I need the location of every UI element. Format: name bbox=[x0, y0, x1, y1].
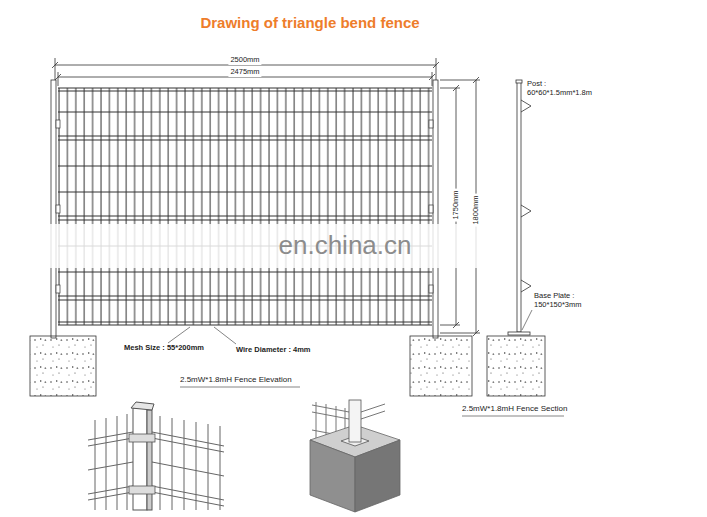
clamp bbox=[429, 285, 433, 293]
horizontal-wires bbox=[58, 88, 432, 325]
post-cap bbox=[131, 402, 154, 410]
vertical-wires bbox=[95, 414, 127, 510]
view-title: 2.5mW*1.8mH Fence Elevation bbox=[180, 375, 292, 384]
dimension-label: 2475mm bbox=[228, 68, 261, 77]
fence-post bbox=[433, 80, 438, 338]
horizontal-wires bbox=[361, 404, 385, 419]
extension-line bbox=[440, 88, 460, 89]
watermark: en.china.cn bbox=[279, 231, 412, 261]
concrete-footing bbox=[30, 336, 96, 396]
clamp bbox=[429, 120, 433, 128]
extension-line bbox=[432, 72, 433, 86]
post-side bbox=[147, 410, 152, 510]
horizontal-wires bbox=[152, 432, 224, 506]
footing-face bbox=[310, 440, 355, 512]
post-detail bbox=[349, 400, 361, 442]
watermark-band bbox=[0, 224, 707, 268]
spec-note: Base Plate : 150*150*3mm bbox=[534, 292, 598, 309]
extension-line bbox=[55, 58, 56, 82]
extension-line bbox=[58, 72, 59, 86]
leader-line bbox=[522, 310, 532, 330]
spec-note: Post : 60*60*1.5mm*1.8m bbox=[527, 80, 607, 97]
vertical-wires bbox=[160, 416, 220, 510]
dimension-lines bbox=[52, 58, 480, 336]
extension-line bbox=[436, 58, 437, 82]
sheet-title: Drawing of triangle bend fence bbox=[200, 14, 419, 31]
clamp bbox=[129, 434, 155, 442]
footing-face bbox=[355, 440, 400, 512]
view-title: 2.5mW*1.8mH Fence Section bbox=[462, 404, 567, 413]
post-detail bbox=[133, 408, 147, 510]
clamp bbox=[56, 285, 60, 293]
extension-line bbox=[440, 325, 460, 326]
dimension-label: 1800mm bbox=[472, 193, 481, 226]
title-underline bbox=[462, 416, 564, 417]
spec-note: Wire Diameter : 4mm bbox=[236, 346, 311, 355]
concrete-footing bbox=[487, 336, 545, 396]
panel-bend-section bbox=[521, 100, 531, 292]
clamp bbox=[429, 205, 433, 213]
dimension-line bbox=[55, 65, 436, 66]
post-cap bbox=[516, 80, 522, 83]
dimension-label: 2500mm bbox=[228, 56, 261, 65]
mesh-panel bbox=[58, 88, 432, 325]
extension-line bbox=[440, 80, 480, 81]
extension-line bbox=[440, 333, 480, 334]
mesh-detail bbox=[88, 414, 224, 510]
title-underline bbox=[180, 387, 300, 388]
base-plate bbox=[508, 332, 530, 335]
spec-note: Mesh Size : 55*200mm bbox=[124, 344, 204, 353]
fence-post bbox=[51, 80, 56, 338]
dimension-label: 1750mm bbox=[452, 188, 461, 221]
clamp bbox=[56, 205, 60, 213]
section-post bbox=[517, 82, 521, 332]
dimension-tick bbox=[52, 62, 439, 80]
concrete-footing bbox=[410, 336, 472, 396]
leader-line bbox=[214, 327, 236, 344]
dimension-line bbox=[58, 77, 432, 78]
leader-line bbox=[168, 327, 190, 343]
clamp bbox=[56, 120, 60, 128]
clamp bbox=[129, 486, 155, 494]
leader-lines bbox=[168, 310, 564, 416]
